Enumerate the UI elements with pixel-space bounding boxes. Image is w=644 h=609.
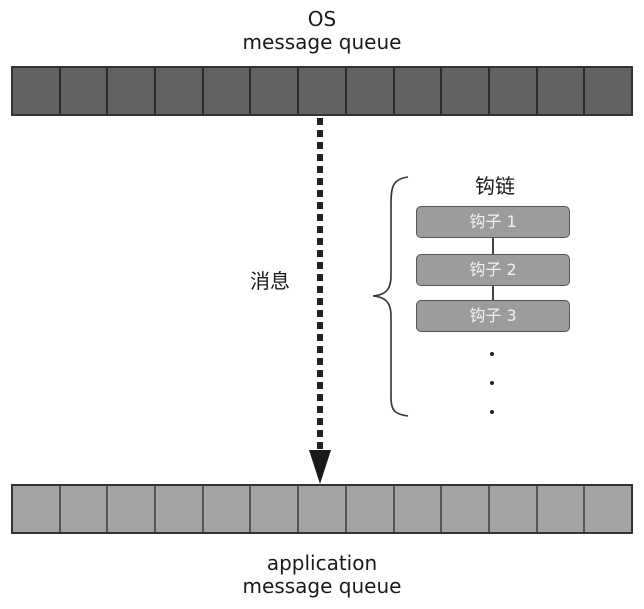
message-label: 消息 bbox=[250, 269, 290, 293]
hook-box-1: 钩子 1 bbox=[416, 206, 570, 238]
os-queue-slot bbox=[108, 68, 157, 114]
continuation-dot bbox=[490, 352, 494, 356]
os-queue-slot bbox=[442, 68, 490, 114]
hook-connector bbox=[492, 286, 494, 300]
app-queue-slot bbox=[60, 486, 109, 532]
app-queue-slot bbox=[108, 486, 157, 532]
os-message-queue bbox=[11, 66, 633, 116]
app-queue-slot bbox=[537, 486, 586, 532]
os-queue-slot bbox=[394, 68, 443, 114]
app-queue-slot bbox=[203, 486, 252, 532]
app-queue-slot bbox=[394, 486, 443, 532]
app-queue-slot bbox=[251, 486, 300, 532]
os-queue-slot bbox=[299, 68, 347, 114]
os-queue-slot bbox=[489, 68, 538, 114]
app-queue-slot bbox=[346, 486, 395, 532]
app-queue-subtitle: message queue bbox=[242, 574, 402, 598]
app-queue-slot bbox=[13, 486, 61, 532]
app-queue-slot bbox=[585, 486, 631, 532]
os-queue-slot bbox=[60, 68, 109, 114]
hook-chain-title: 钩链 bbox=[475, 174, 515, 198]
hook-box-2: 钩子 2 bbox=[416, 254, 570, 286]
os-queue-subtitle: message queue bbox=[242, 30, 402, 54]
hook-box-3: 钩子 3 bbox=[416, 300, 570, 332]
os-queue-slot bbox=[13, 68, 61, 114]
app-queue-slot bbox=[489, 486, 538, 532]
arrow-head bbox=[309, 450, 331, 484]
continuation-dot bbox=[490, 410, 494, 414]
os-queue-slot bbox=[585, 68, 631, 114]
hook-connector bbox=[492, 238, 494, 254]
os-queue-slot bbox=[203, 68, 252, 114]
os-queue-title: OS bbox=[307, 7, 337, 31]
os-queue-slot bbox=[346, 68, 395, 114]
os-queue-slot bbox=[251, 68, 300, 114]
os-queue-slot bbox=[537, 68, 586, 114]
app-queue-slot bbox=[299, 486, 347, 532]
app-queue-slot bbox=[156, 486, 204, 532]
curly-brace bbox=[372, 176, 409, 417]
application-message-queue bbox=[11, 484, 633, 534]
continuation-dot bbox=[490, 381, 494, 385]
os-queue-slot bbox=[156, 68, 204, 114]
app-queue-title: application bbox=[266, 551, 378, 575]
app-queue-slot bbox=[442, 486, 490, 532]
